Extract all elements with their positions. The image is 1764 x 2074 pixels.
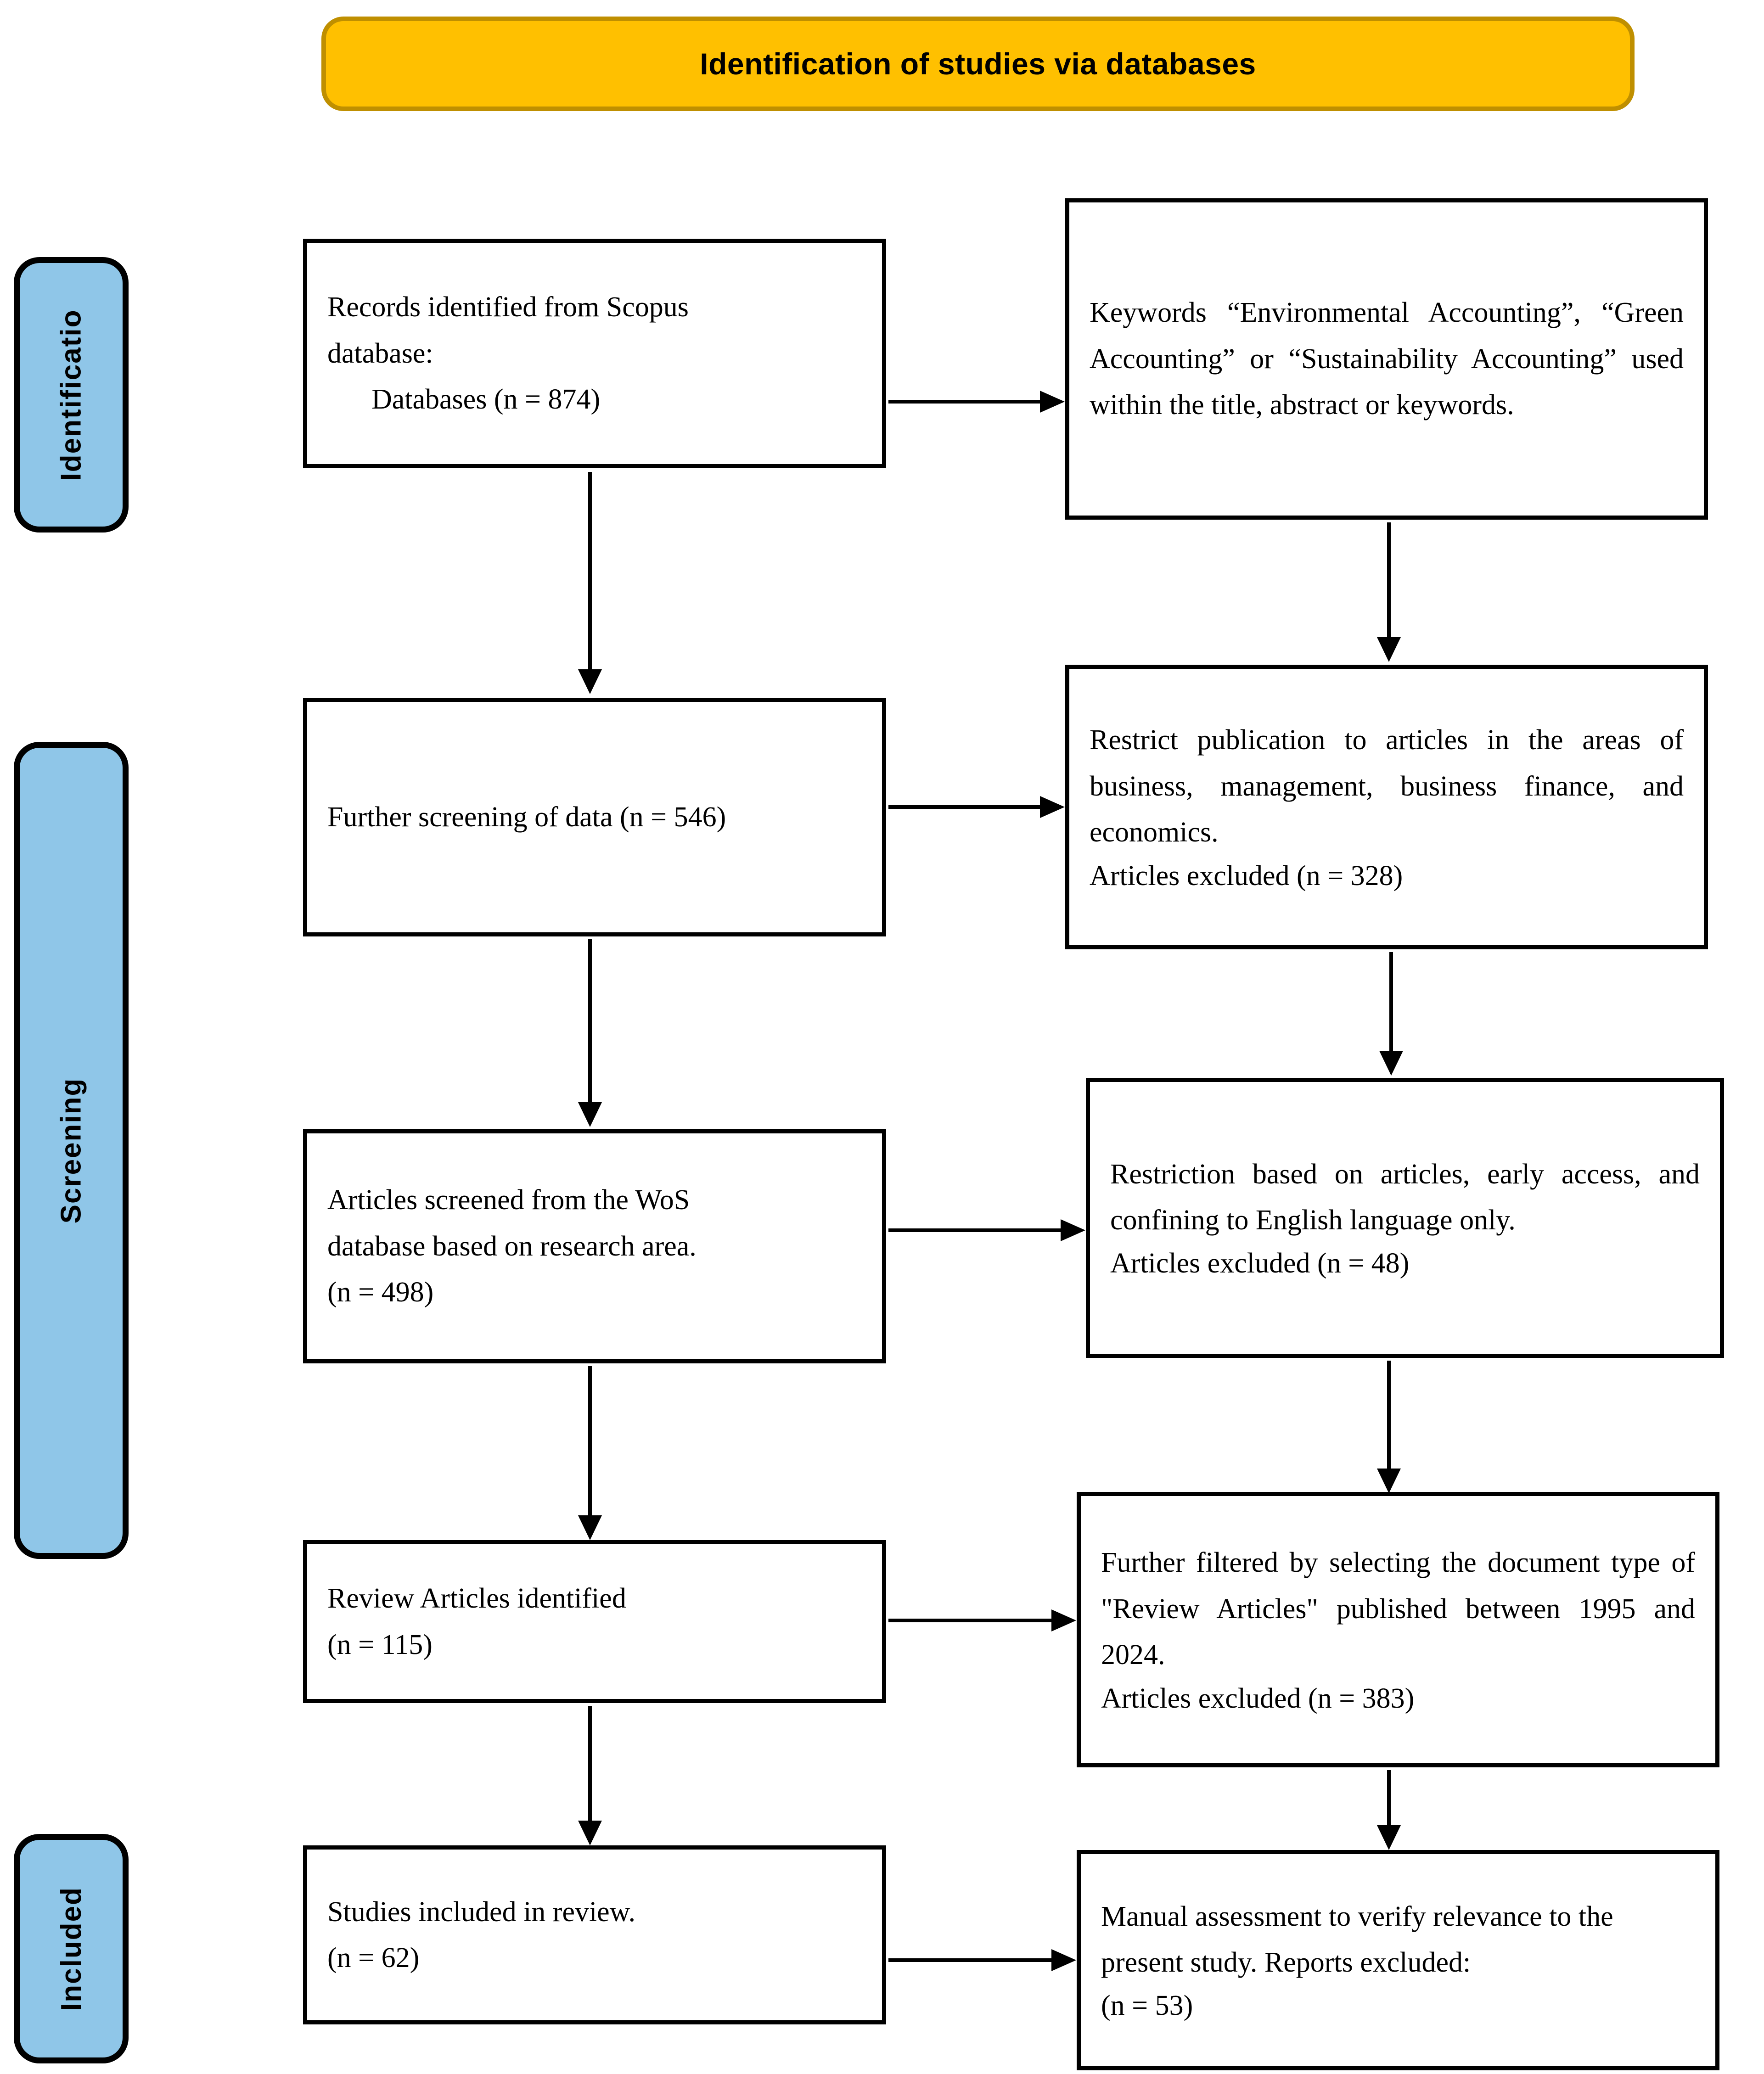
page-title: Identification of studies via databases [700, 47, 1256, 81]
arrow-restrict-publication-to-restriction-english [1377, 952, 1405, 1076]
box-wos-screened-line-3: (n = 498) [327, 1277, 434, 1308]
arrow-further-filtered-to-manual-assessment [1375, 1770, 1403, 1850]
arrow-further-screening-to-restrict-publication [888, 793, 1067, 821]
box-studies-included-line-1: Studies included in review. [327, 1896, 635, 1928]
box-wos-screened-line-2: database based on research area. [327, 1230, 697, 1262]
arrow-further-screening-to-wos-screened [576, 939, 604, 1127]
box-studies-included-text: Studies included in review. (n = 62) [307, 1889, 882, 1981]
box-keywords: Keywords “Environmental Accounting”, “Gr… [1065, 198, 1708, 520]
box-restriction-english: Restriction based on articles, early acc… [1086, 1078, 1724, 1358]
box-manual-assessment: Manual assessment to verify relevance to… [1077, 1850, 1719, 2070]
box-review-articles-identified: Review Articles identified (n = 115) [303, 1540, 886, 1703]
box-further-screening-line-1: Further screening of data (n = 546) [327, 801, 726, 833]
phase-label-screening-text: Screening [55, 1077, 87, 1223]
box-keywords-text: Keywords “Environmental Accounting”, “Gr… [1090, 297, 1684, 421]
box-wos-screened-line-1: Articles screened from the WoS [327, 1184, 690, 1216]
box-restriction-english-excluded: Articles excluded (n = 48) [1110, 1248, 1410, 1279]
box-wos-screened-text: Articles screened from the WoS database … [307, 1177, 882, 1315]
arrow-keywords-to-restrict-publication [1375, 522, 1403, 662]
box-review-articles-line-2: (n = 115) [327, 1629, 433, 1660]
box-wos-screened: Articles screened from the WoS database … [303, 1129, 886, 1363]
box-records-line-2: database: [327, 337, 433, 369]
box-restrict-publication-excluded: Articles excluded (n = 328) [1090, 860, 1403, 891]
box-manual-assessment-paragraph: Manual assessment to verify relevance to… [1101, 1900, 1613, 1979]
box-studies-included-line-2: (n = 62) [327, 1942, 420, 1973]
box-further-filtered: Further filtered by selecting the docume… [1077, 1492, 1719, 1767]
arrow-wos-screened-to-restriction-english [888, 1216, 1088, 1244]
arrow-wos-screened-to-review-articles [576, 1366, 604, 1541]
box-restrict-publication-paragraph: Restrict publication to articles in the … [1090, 724, 1684, 848]
phase-label-identification: Identificatio [14, 257, 129, 533]
phase-label-identification-text: Identificatio [55, 309, 87, 481]
box-further-filtered-paragraph: Further filtered by selecting the docume… [1101, 1547, 1695, 1671]
arrow-review-articles-to-studies-included [576, 1706, 604, 1846]
box-review-articles-identified-text: Review Articles identified (n = 115) [307, 1575, 882, 1668]
box-restriction-english-paragraph: Restriction based on articles, early acc… [1110, 1158, 1700, 1236]
arrow-restriction-english-to-further-filtered [1375, 1361, 1403, 1494]
box-records-identified-text: Records identified from Scopus database:… [307, 284, 882, 422]
box-further-screening: Further screening of data (n = 546) [303, 698, 886, 936]
arrow-records-to-keywords [888, 388, 1067, 415]
box-studies-included: Studies included in review. (n = 62) [303, 1845, 886, 2024]
box-records-identified: Records identified from Scopus database:… [303, 239, 886, 468]
phase-label-screening: Screening [14, 742, 129, 1559]
arrow-review-articles-to-further-filtered [888, 1607, 1079, 1634]
box-further-filtered-excluded: Articles excluded (n = 383) [1101, 1682, 1415, 1714]
arrow-studies-included-to-manual-assessment [888, 1946, 1079, 1974]
phase-label-included-text: Included [55, 1886, 87, 2011]
box-further-screening-text: Further screening of data (n = 546) [307, 794, 882, 840]
box-restrict-publication: Restrict publication to articles in the … [1065, 665, 1708, 949]
phase-label-included: Included [14, 1834, 129, 2063]
header-banner: Identification of studies via databases [321, 17, 1635, 111]
box-records-line-1: Records identified from Scopus [327, 291, 689, 323]
arrow-records-to-further-screening [576, 472, 604, 695]
box-manual-assessment-count: (n = 53) [1101, 1990, 1193, 2022]
box-review-articles-line-1: Review Articles identified [327, 1583, 626, 1614]
box-records-line-3: Databases (n = 874) [371, 384, 601, 415]
